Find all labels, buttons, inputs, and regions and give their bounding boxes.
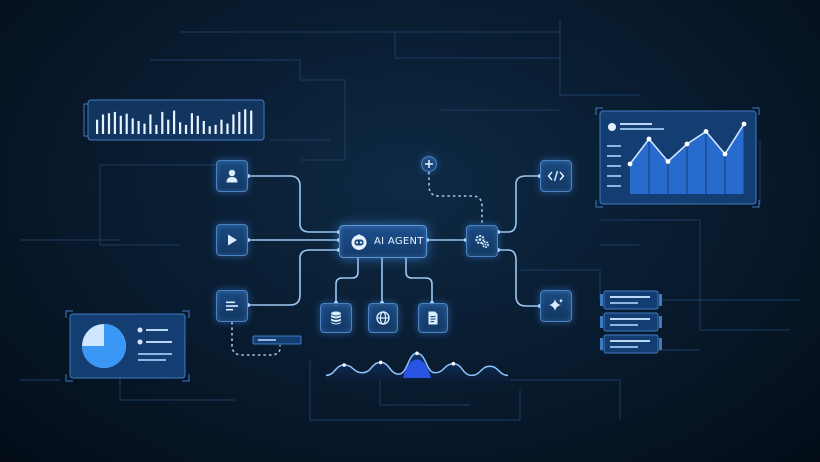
code-node[interactable] xyxy=(540,160,572,192)
bar xyxy=(190,113,193,134)
bar xyxy=(214,124,217,134)
globe-node[interactable] xyxy=(368,303,398,333)
bar-strip xyxy=(96,109,253,134)
bar xyxy=(250,110,253,134)
document-icon xyxy=(428,311,438,325)
waveform xyxy=(325,351,509,382)
bar xyxy=(232,114,235,134)
ai-agent-label: AI AGENT xyxy=(374,236,424,247)
sparkle-node[interactable] xyxy=(540,290,572,322)
line-chart-point xyxy=(703,129,709,134)
waveform-point xyxy=(378,360,383,365)
line-chart-point xyxy=(684,141,690,147)
bar xyxy=(167,119,170,134)
add-node[interactable] xyxy=(421,156,437,172)
line-chart-point xyxy=(722,151,728,157)
pie-widget xyxy=(65,310,190,382)
bar xyxy=(131,118,134,134)
ai-agent-node[interactable]: AI AGENT xyxy=(339,225,427,258)
globe-icon xyxy=(376,311,390,325)
play-icon xyxy=(228,234,237,246)
user-icon xyxy=(226,169,238,183)
database-icon xyxy=(331,311,341,325)
robot-icon xyxy=(351,233,367,250)
settings-node[interactable] xyxy=(466,225,498,257)
waveform-peak xyxy=(403,359,431,378)
waveform-point xyxy=(342,363,347,367)
line-chart-widget xyxy=(595,107,760,208)
text-node[interactable] xyxy=(216,290,248,322)
bar xyxy=(101,114,105,134)
bar xyxy=(143,123,146,134)
bar xyxy=(125,113,128,134)
play-node[interactable] xyxy=(216,224,248,256)
bar xyxy=(208,126,211,134)
bar xyxy=(220,119,223,134)
line-chart-point xyxy=(665,159,671,164)
bar xyxy=(184,124,188,134)
line-chart xyxy=(627,121,747,194)
glow-accents xyxy=(110,31,700,326)
bar xyxy=(107,113,111,134)
main-connectors xyxy=(247,175,541,307)
bar xyxy=(196,115,199,134)
stacked-list-widget xyxy=(600,290,662,354)
bar xyxy=(226,123,229,134)
bar xyxy=(155,124,158,134)
line-chart-point xyxy=(741,121,747,127)
pie-chart xyxy=(82,324,126,368)
waveform-point xyxy=(415,351,419,356)
pie-legend xyxy=(137,327,172,361)
line-chart-point xyxy=(646,136,652,142)
user-node[interactable] xyxy=(216,160,248,192)
bar xyxy=(119,115,122,134)
bar xyxy=(149,114,152,134)
waveform-point xyxy=(451,361,456,366)
input-bar-widget xyxy=(252,335,302,345)
code-icon xyxy=(547,170,565,182)
gears-icon xyxy=(475,234,489,248)
pie-slice-major xyxy=(82,324,126,368)
line-chart-point xyxy=(627,161,633,167)
document-node[interactable] xyxy=(418,303,448,333)
bar xyxy=(137,121,140,134)
bar xyxy=(161,111,164,134)
bar xyxy=(113,111,116,134)
bar xyxy=(238,111,241,134)
bar-strip-widget xyxy=(83,99,265,141)
text-lines-icon xyxy=(226,301,238,311)
bar xyxy=(244,109,247,134)
sparkle-icon xyxy=(549,298,564,311)
database-node[interactable] xyxy=(320,303,352,333)
dashed-links xyxy=(231,172,483,356)
bar xyxy=(179,122,182,134)
bar xyxy=(202,121,205,134)
bar xyxy=(96,119,99,134)
plus-icon xyxy=(425,160,433,168)
bar xyxy=(173,110,176,134)
